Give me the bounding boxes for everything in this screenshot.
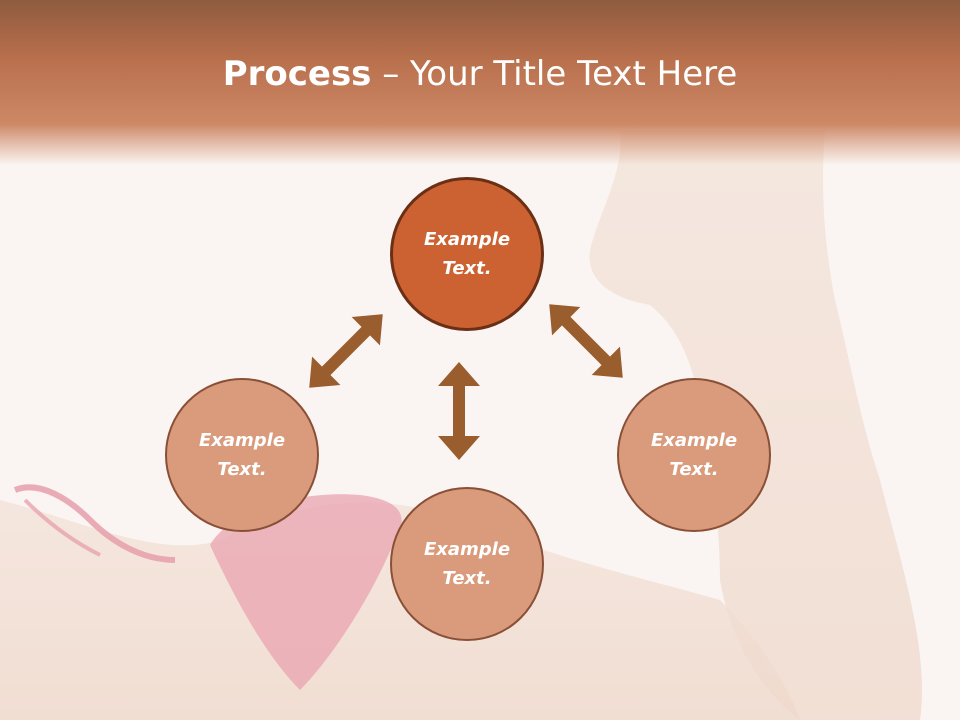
- center-node[interactable]: Example Text.: [390, 177, 544, 331]
- left-node-line1: Example: [198, 430, 286, 451]
- left-node-line2: Text.: [217, 459, 267, 480]
- right-node-line1: Example: [650, 430, 738, 451]
- bottom-node-line1: Example: [423, 539, 511, 560]
- arrow-center-vertical-icon: [438, 362, 480, 460]
- arrow-right-diagonal-icon: [549, 304, 623, 378]
- bottom-node[interactable]: Example Text.: [390, 487, 544, 641]
- bottom-node-line2: Text.: [442, 568, 492, 589]
- slide-title: Process – Your Title Text Here: [0, 52, 960, 96]
- center-node-line2: Text.: [442, 258, 492, 279]
- title-strong: Process: [222, 54, 372, 94]
- arrow-left-diagonal-icon: [309, 314, 383, 388]
- title-banner: [0, 0, 960, 165]
- right-node-line2: Text.: [669, 459, 719, 480]
- center-node-line1: Example: [423, 229, 511, 250]
- left-node[interactable]: Example Text.: [165, 378, 319, 532]
- title-rest: – Your Title Text Here: [371, 54, 738, 94]
- right-node[interactable]: Example Text.: [617, 378, 771, 532]
